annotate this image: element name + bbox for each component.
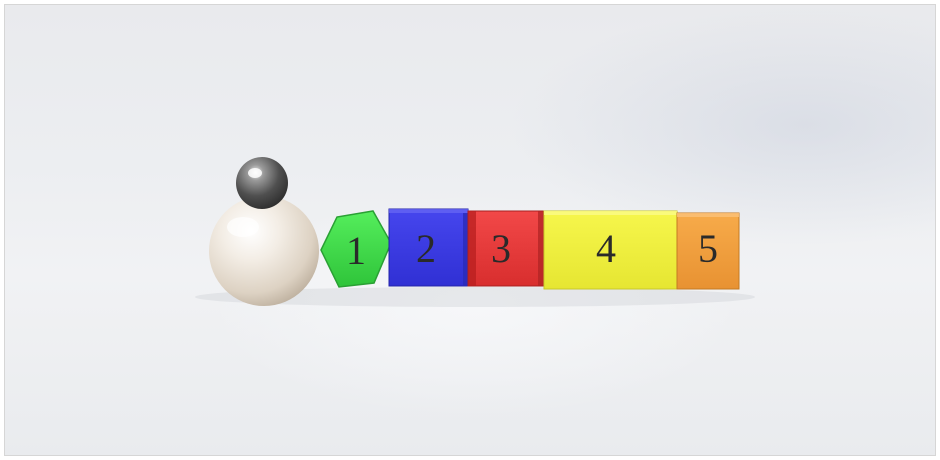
block-3-right-face: [538, 211, 544, 286]
block-3-left-face: [468, 211, 476, 286]
large-pearl-sphere: [209, 196, 319, 306]
block-3-label: 3: [486, 229, 516, 269]
small-steel-sphere: [236, 157, 288, 209]
pearl-highlight: [227, 217, 259, 237]
block-4-top-edge: [544, 211, 677, 215]
render-viewport: 1 2 3 4 5: [4, 4, 936, 456]
block-5-top-edge: [677, 213, 739, 217]
block-2-label: 2: [411, 229, 441, 269]
steel-highlight: [248, 168, 262, 178]
molecule-model: [5, 5, 935, 455]
block-5-label: 5: [693, 229, 723, 269]
block-2-top-edge: [389, 209, 468, 213]
block-4-label: 4: [591, 229, 621, 269]
block-1-label: 1: [341, 231, 371, 271]
